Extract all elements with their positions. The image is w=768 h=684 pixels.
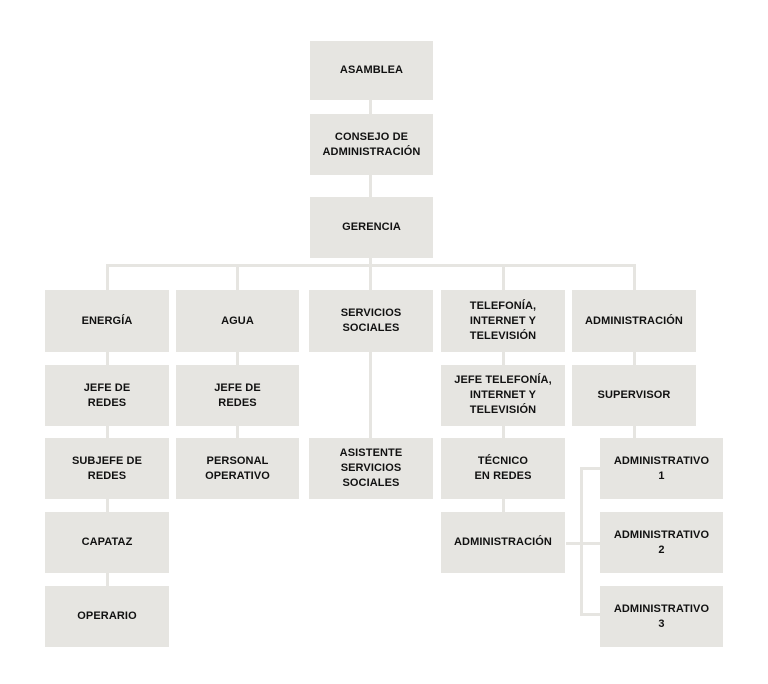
personal-operativo-box: PERSONAL OPERATIVO bbox=[176, 438, 299, 499]
energia-jefe-de-redes-box: JEFE DE REDES bbox=[45, 365, 169, 426]
energia-box: ENERGÍA bbox=[45, 290, 169, 352]
servicios-sociales-box: SERVICIOS SOCIALES bbox=[309, 290, 433, 352]
connector-administrativo-3 bbox=[580, 613, 600, 616]
connector-bus-administracion bbox=[633, 264, 636, 290]
administracion-box: ADMINISTRACIÓN bbox=[572, 290, 696, 352]
connector-asamblea-consejo bbox=[369, 100, 372, 114]
tecnico-en-redes-box: TÉCNICO EN REDES bbox=[441, 438, 565, 499]
subjefe-de-redes-box: SUBJEFE DE REDES bbox=[45, 438, 169, 499]
connector-telefonia-column bbox=[502, 352, 505, 512]
connector-bus-telefonia bbox=[502, 264, 505, 290]
supervisor-box: SUPERVISOR bbox=[572, 365, 696, 426]
jefe-telefonia-box: JEFE TELEFONÍA, INTERNET Y TELEVISIÓN bbox=[441, 365, 565, 426]
gerencia-box: GERENCIA bbox=[310, 197, 433, 258]
capataz-box: CAPATAZ bbox=[45, 512, 169, 573]
connector-bus-agua bbox=[236, 264, 239, 290]
agua-box: AGUA bbox=[176, 290, 299, 352]
connector-telefonia-admin-link bbox=[566, 542, 600, 545]
asistente-servicios-sociales-box: ASISTENTE SERVICIOS SOCIALES bbox=[309, 438, 433, 499]
telefonia-internet-television-box: TELEFONÍA, INTERNET Y TELEVISIÓN bbox=[441, 290, 565, 352]
administrativo-2-box: ADMINISTRATIVO 2 bbox=[600, 512, 723, 573]
asamblea-box: ASAMBLEA bbox=[310, 41, 433, 100]
administrativo-3-box: ADMINISTRATIVO 3 bbox=[600, 586, 723, 647]
connector-gerencia-bus bbox=[369, 258, 372, 266]
connector-administrativo-spine bbox=[580, 467, 583, 615]
administrativo-1-box: ADMINISTRATIVO 1 bbox=[600, 438, 723, 499]
consejo-de-administracion-box: CONSEJO DE ADMINISTRACIÓN bbox=[310, 114, 433, 175]
connector-consejo-gerencia bbox=[369, 175, 372, 197]
agua-jefe-de-redes-box: JEFE DE REDES bbox=[176, 365, 299, 426]
connector-bus-servicios bbox=[369, 264, 372, 290]
connector-servicios-column bbox=[369, 352, 372, 438]
connector-bus-energia bbox=[106, 264, 109, 290]
connector-administrativo-1 bbox=[580, 467, 600, 470]
telefonia-administracion-box: ADMINISTRACIÓN bbox=[441, 512, 565, 573]
operario-box: OPERARIO bbox=[45, 586, 169, 647]
